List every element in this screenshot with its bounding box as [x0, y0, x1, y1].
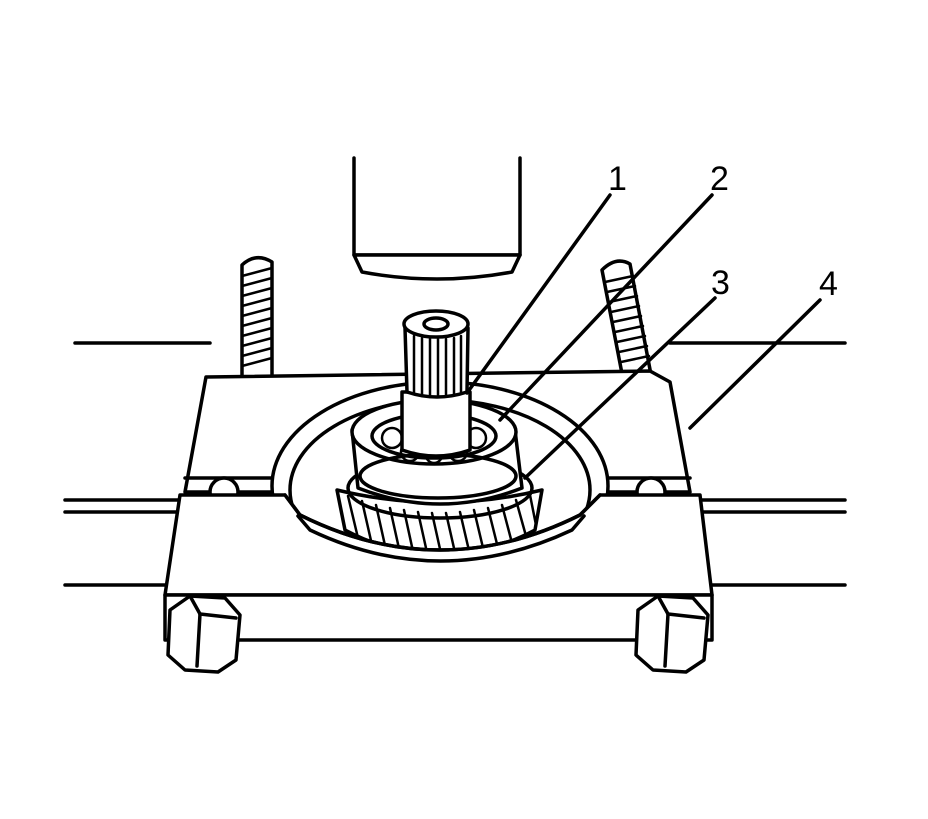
bolt-head-left	[166, 594, 242, 674]
callout-leaders	[465, 193, 822, 480]
splined-shaft	[400, 309, 472, 458]
callout-label-1: 1	[608, 160, 627, 198]
callout-label-4: 4	[819, 265, 838, 303]
leader-line-4	[688, 298, 822, 430]
press-rails	[63, 341, 847, 587]
threaded-stud-left	[240, 255, 274, 385]
threaded-stud-right	[600, 259, 654, 386]
leader-line-3	[523, 296, 717, 480]
bolt-head-right	[634, 594, 710, 674]
leader-line-2	[498, 193, 714, 422]
callout-label-2: 2	[710, 160, 729, 198]
leader-line-1	[465, 193, 612, 395]
bearing-separator-lower	[163, 493, 714, 642]
callout-label-3: 3	[711, 264, 730, 302]
press-ram	[352, 156, 522, 281]
